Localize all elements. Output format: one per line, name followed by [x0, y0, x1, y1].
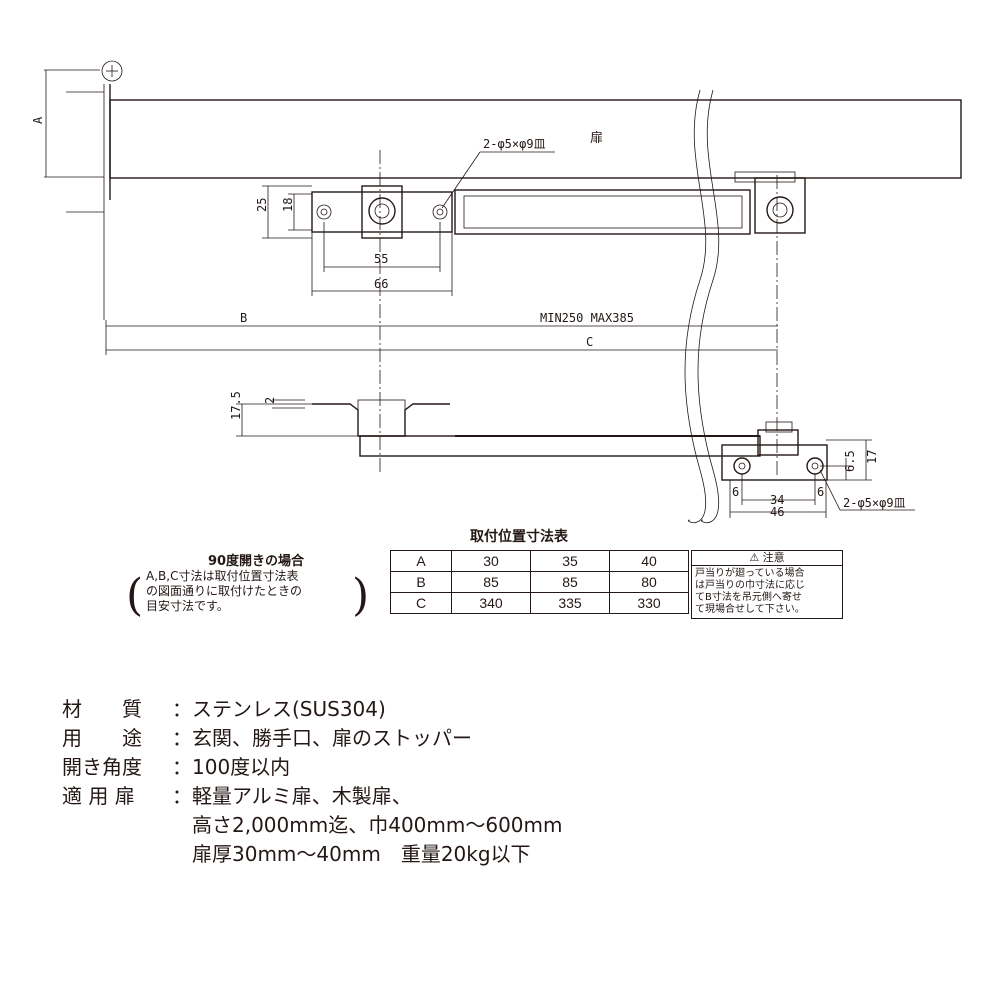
dimension-bottom: 6 34 6 46: [729, 474, 827, 519]
spec-row: 適 用 扉 ： 軽量アルミ扉、木製扉、: [62, 782, 563, 811]
spec-row: 材 質 ： ステンレス(SUS304): [62, 695, 563, 724]
dim-6-left-label: 6: [732, 485, 739, 499]
row-key: B: [390, 571, 452, 593]
spec-colon: ：: [172, 755, 192, 779]
dimension-A: A: [31, 69, 104, 178]
cell: 335: [530, 592, 610, 614]
hole-spec-top: 2-φ5×φ9皿: [441, 137, 555, 209]
table-row: C 340 335 330: [390, 592, 689, 614]
spec-colon: ：: [172, 726, 192, 750]
cell: 80: [609, 571, 689, 593]
dim-18-label: 18: [281, 198, 295, 212]
spec-value: 軽量アルミ扉、木製扉、: [192, 784, 412, 808]
caution-line: て現場合せして下さい。: [695, 604, 805, 615]
cell: 85: [530, 571, 610, 593]
dim-17-5-label: 17.5: [229, 391, 243, 420]
table-row: B 85 85 80: [390, 571, 689, 593]
dim-2-label: 2: [263, 397, 277, 404]
dim-46-label: 46: [770, 505, 784, 519]
caution-box: ⚠ 注意 戸当りが廻っている場合 は戸当りの巾寸法に応じ てB寸法を吊元側へ寄せ…: [691, 550, 843, 619]
spec-value: 100度以内: [192, 755, 291, 779]
note-90-line: の図面通りに取付けたときの: [146, 584, 303, 598]
dim-55-label: 55: [374, 252, 388, 266]
cell: 340: [451, 592, 531, 614]
dim-6-right-label: 6: [817, 485, 824, 499]
cell: 35: [530, 550, 610, 572]
spec-key: 開き角度: [62, 755, 142, 779]
caution-line: 戸当りが廻っている場合: [695, 568, 805, 579]
spec-list: 材 質 ： ステンレス(SUS304) 用 途 ： 玄関、勝手口、扉のストッパー…: [62, 695, 563, 869]
spec-value: ステンレス(SUS304): [192, 697, 386, 721]
spec-continuation: 扉厚30mm〜40mm 重量20kg以下: [192, 842, 531, 866]
dim-range-label: MIN250 MAX385: [540, 311, 634, 325]
door-body: [109, 84, 962, 200]
note-90-degree: 90度開きの場合 A,B,C寸法は取付位置寸法表 の図面通りに取付けたときの 目…: [132, 554, 362, 614]
hole-spec-bottom: 2-φ5×φ9皿: [819, 469, 915, 511]
dim-B-label: B: [240, 311, 247, 325]
door-label: 扉: [590, 130, 603, 146]
side-view: [312, 399, 828, 481]
spec-value: 玄関、勝手口、扉のストッパー: [192, 726, 472, 750]
row-key: A: [390, 550, 452, 572]
dim-34-label: 34: [770, 493, 784, 507]
cell: 330: [609, 592, 689, 614]
caution-line: てB寸法を吊元側へ寄せ: [695, 592, 802, 603]
note-90-line: 目安寸法です。: [146, 599, 229, 613]
spec-row: 用 途 ： 玄関、勝手口、扉のストッパー: [62, 724, 563, 753]
spec-continuation: 高さ2,000mm迄、巾400mm〜600mm: [192, 813, 563, 837]
dim-66-label: 66: [374, 277, 388, 291]
hole-spec-top-label: 2-φ5×φ9皿: [483, 137, 546, 151]
dim-17-label: 17: [865, 450, 879, 464]
spec-key: 用 途: [62, 726, 142, 750]
row-key: C: [390, 592, 452, 614]
position-table: A 30 35 40 B 85 85 80 C 340 335 330: [390, 550, 689, 614]
dim-C-label: C: [586, 335, 593, 349]
dim-6-5-label: 6.5: [843, 450, 857, 472]
cell: 30: [451, 550, 531, 572]
spec-key: 適 用 扉: [62, 784, 135, 808]
spec-key: 材 質: [62, 697, 142, 721]
hinge-pivot: [66, 60, 123, 320]
dim-25-label: 25: [255, 198, 269, 212]
dimension-B-C: B C MIN250 MAX385: [105, 311, 778, 355]
caution-title: ⚠ 注意: [692, 551, 842, 566]
caution-line: は戸当りの巾寸法に応じ: [695, 580, 805, 591]
spec-row: 開き角度 ： 100度以内: [62, 753, 563, 782]
paren-right: ): [352, 570, 370, 621]
dimension-25-18: 25 18: [255, 185, 312, 239]
note-90-line: A,B,C寸法は取付位置寸法表: [146, 569, 299, 583]
stopper-arm-top: [454, 171, 825, 235]
note-90-title: 90度開きの場合: [207, 554, 305, 569]
dimension-17-5-2: 17.5 2: [229, 391, 360, 437]
table-title: 取付位置寸法表: [470, 529, 568, 545]
spec-colon: ：: [172, 697, 192, 721]
hole-spec-bottom-label: 2-φ5×φ9皿: [843, 496, 906, 510]
dimension-right-side: 17 6.5: [820, 439, 879, 481]
mount-plate-top: [311, 185, 453, 239]
table-row: A 30 35 40: [390, 550, 689, 572]
break-lines: [684, 89, 720, 523]
spec-colon: ：: [172, 784, 192, 808]
dimension-55-66: 55 66: [311, 222, 453, 296]
cell: 85: [451, 571, 531, 593]
paren-left: (: [126, 570, 144, 621]
cell: 40: [609, 550, 689, 572]
dim-A-label: A: [31, 116, 45, 124]
